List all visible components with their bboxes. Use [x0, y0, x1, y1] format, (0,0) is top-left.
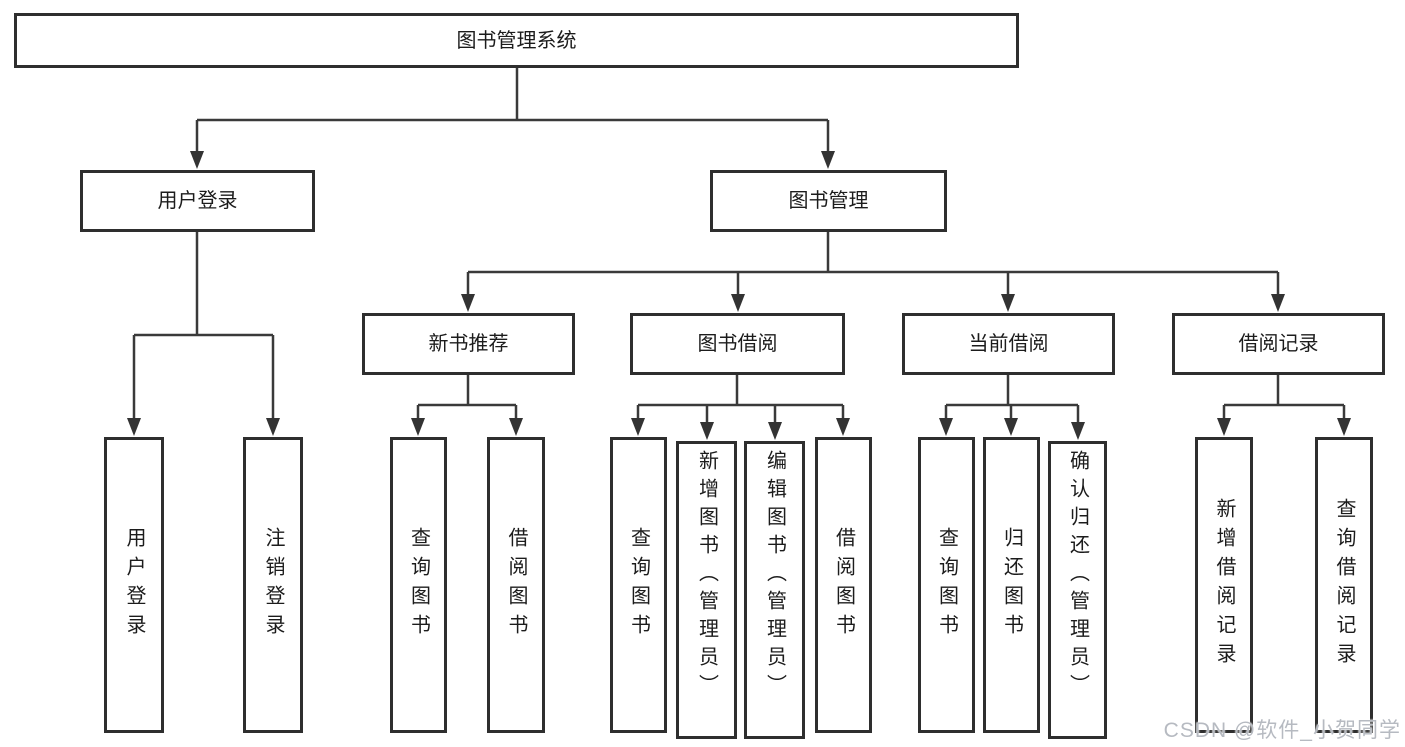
arrowhead-leaf-add-books-admin — [700, 422, 714, 440]
node-book-borrow-label: 图书借阅 — [697, 333, 778, 355]
arrowhead-leaf-query-books-recommend — [411, 418, 425, 436]
arrowhead-leaf-logout — [266, 418, 280, 436]
leaf-query-books-recommend: 查询图书 — [390, 437, 447, 733]
connector-new-book-recommend-children — [416, 375, 518, 422]
leaf-user-login: 用户登录 — [104, 437, 164, 733]
arrowhead-current-borrow — [1001, 294, 1015, 312]
leaf-add-books-admin: 新增图书（管理员） — [676, 441, 737, 739]
connector-current-borrow-children — [944, 375, 1080, 426]
connector-borrow-records-children — [1222, 375, 1346, 422]
arrowhead-leaf-edit-books-admin — [768, 422, 782, 440]
leaf-user-login-label: 用户登录 — [123, 527, 145, 643]
leaf-query-books-current-label: 查询图书 — [935, 527, 958, 643]
leaf-confirm-return-admin: 确认归还（管理员） — [1048, 441, 1107, 739]
node-book-management: 图书管理 — [710, 170, 947, 232]
arrowhead-borrow-records — [1271, 294, 1285, 312]
node-book-borrow: 图书借阅 — [630, 313, 845, 375]
node-root: 图书管理系统 — [14, 13, 1019, 68]
arrowhead-book-borrow — [731, 294, 745, 312]
node-user-login-label: 用户登录 — [157, 190, 238, 212]
leaf-confirm-return-admin-label: 确认归还（管理员） — [1066, 450, 1089, 702]
node-new-book-recommend-label: 新书推荐 — [428, 333, 509, 355]
leaf-query-books-recommend-label: 查询图书 — [407, 527, 430, 643]
leaf-borrow-books-recommend-label: 借阅图书 — [505, 527, 527, 643]
leaf-add-borrow-record: 新增借阅记录 — [1195, 437, 1253, 733]
connector-book-management-children — [466, 232, 1280, 298]
connector-book-borrow-children — [636, 375, 845, 426]
arrowhead-leaf-user-login — [127, 418, 141, 436]
leaf-return-books: 归还图书 — [983, 437, 1040, 733]
leaf-query-books-borrow: 查询图书 — [610, 437, 667, 733]
arrowhead-leaf-return-books — [1004, 418, 1018, 436]
node-current-borrow: 当前借阅 — [902, 313, 1115, 375]
arrowhead-new-book-recommend — [461, 294, 475, 312]
leaf-query-books-current: 查询图书 — [918, 437, 975, 733]
leaf-edit-books-admin-label: 编辑图书（管理员） — [763, 450, 786, 702]
leaf-logout: 注销登录 — [243, 437, 303, 733]
leaf-edit-books-admin: 编辑图书（管理员） — [744, 441, 805, 739]
arrowhead-leaf-borrow-books-borrow — [836, 418, 850, 436]
arrowhead-book-management — [821, 151, 835, 169]
arrowhead-leaf-query-books-current — [939, 418, 953, 436]
node-book-management-label: 图书管理 — [788, 190, 869, 212]
leaf-add-books-admin-label: 新增图书（管理员） — [695, 450, 718, 702]
node-current-borrow-label: 当前借阅 — [968, 333, 1049, 355]
arrowhead-leaf-query-books-borrow — [631, 418, 645, 436]
leaf-borrow-books-borrow-label: 借阅图书 — [832, 527, 855, 643]
node-root-label: 图书管理系统 — [456, 29, 577, 52]
csdn-watermark: CSDN @软件_小贺同学 — [1163, 719, 1401, 742]
arrowhead-leaf-borrow-books-recommend — [509, 418, 523, 436]
leaf-borrow-books-borrow: 借阅图书 — [815, 437, 872, 733]
node-user-login: 用户登录 — [80, 170, 315, 232]
arrowhead-leaf-query-borrow-record — [1337, 418, 1351, 436]
leaf-borrow-books-recommend: 借阅图书 — [487, 437, 545, 733]
arrowhead-leaf-add-borrow-record — [1217, 418, 1231, 436]
connector-user-login-children — [132, 232, 275, 422]
node-borrow-records: 借阅记录 — [1172, 313, 1385, 375]
leaf-logout-label: 注销登录 — [262, 527, 284, 643]
leaf-query-borrow-record-label: 查询借阅记录 — [1333, 498, 1355, 672]
leaf-add-borrow-record-label: 新增借阅记录 — [1213, 498, 1235, 672]
node-new-book-recommend: 新书推荐 — [362, 313, 575, 375]
leaf-return-books-label: 归还图书 — [1000, 527, 1023, 643]
node-borrow-records-label: 借阅记录 — [1238, 333, 1319, 355]
arrowhead-leaf-confirm-return-admin — [1071, 422, 1085, 440]
connector-root-to-branches — [195, 68, 830, 155]
leaf-query-borrow-record: 查询借阅记录 — [1315, 437, 1373, 733]
leaf-query-books-borrow-label: 查询图书 — [627, 527, 650, 643]
arrowhead-user-login — [190, 151, 204, 169]
